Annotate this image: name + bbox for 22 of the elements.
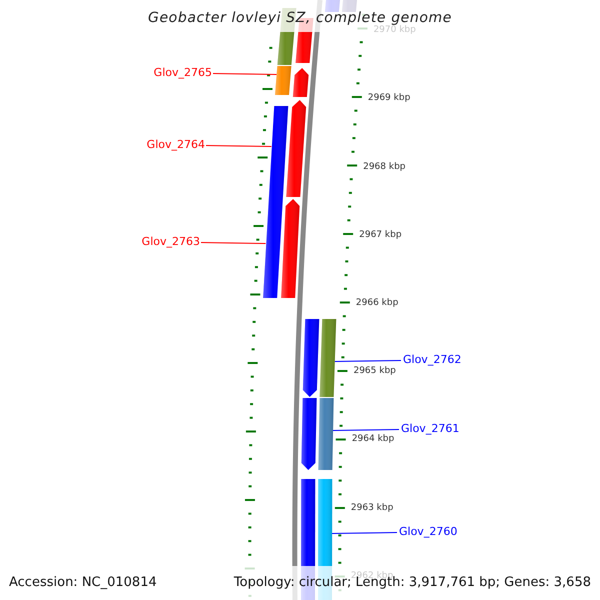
gene-label: Glov_2761 (401, 423, 460, 434)
scale-label: 2963 kbp (350, 504, 394, 513)
leader-line (212, 73, 278, 75)
gene-label: Glov_2762 (403, 354, 462, 365)
accession-text: Accession: NC_010814 (9, 576, 157, 589)
gene-label: Glov_2765 (154, 67, 212, 78)
gene-label: Glov_2763 (142, 236, 200, 247)
scale-label: 2969 kbp (368, 94, 410, 103)
gene-feature (275, 66, 292, 95)
leader-line (206, 145, 272, 147)
scale-label: 2965 kbp (353, 366, 396, 376)
gene-label: Glov_2760 (399, 526, 458, 537)
gene-label: Glov_2764 (146, 139, 205, 150)
leader-line (334, 360, 402, 362)
leader-line (331, 532, 398, 534)
gene-feature (320, 319, 336, 397)
scale-label: 2968 kbp (363, 162, 406, 172)
gene-feature (318, 398, 334, 470)
leader-line (200, 242, 266, 244)
diagram-title: Geobacter lovleyi SZ, complete genome (147, 11, 453, 25)
leader-line (332, 429, 400, 431)
scale-label: 2967 kbp (359, 230, 402, 240)
